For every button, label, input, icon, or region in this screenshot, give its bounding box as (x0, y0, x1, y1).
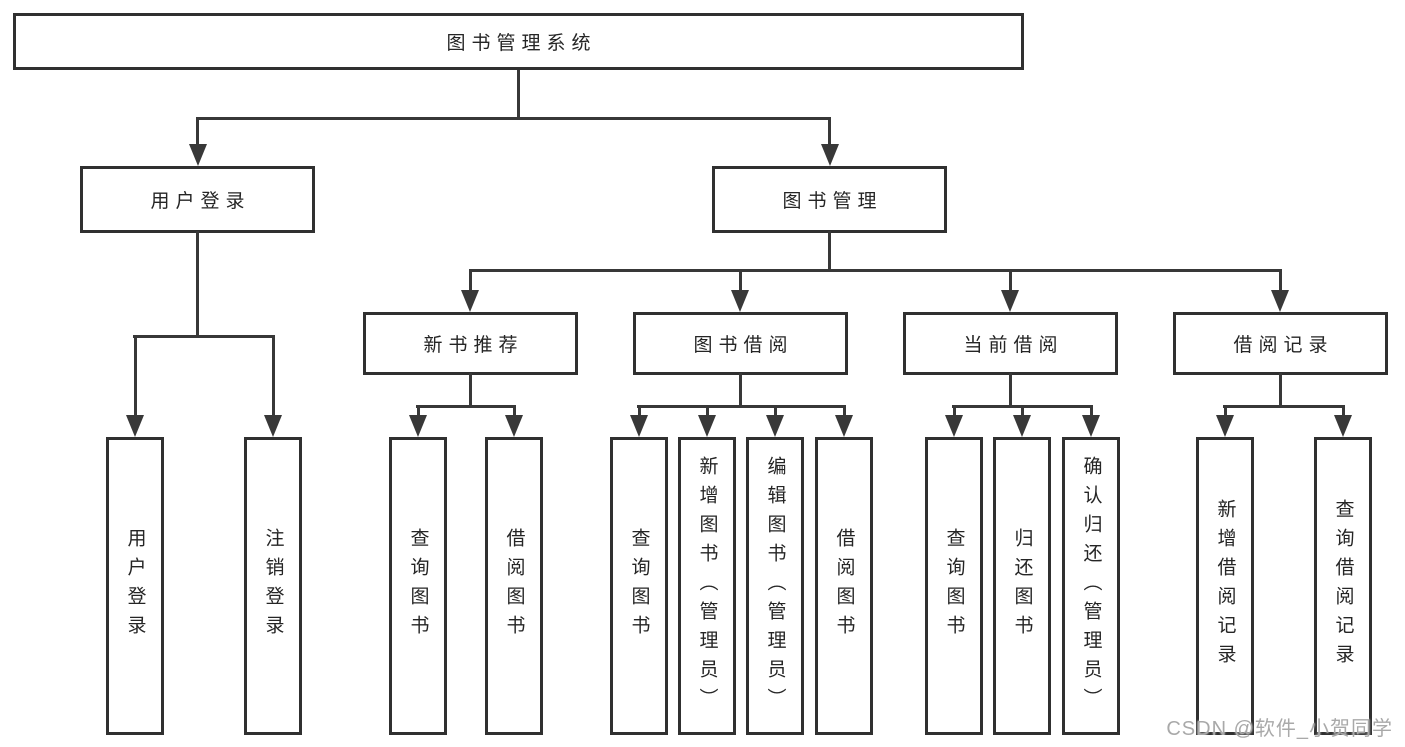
arrow-down-icon (126, 415, 144, 437)
leaf-query-books-borrow: 查询图书 (610, 437, 668, 735)
connector-line (517, 70, 520, 119)
leaf-add-books-admin: 新增图书（管理员） (678, 437, 736, 735)
arrow-down-icon (698, 415, 716, 437)
arrow-down-icon (1271, 290, 1289, 312)
leaf-add-borrow-record: 新增借阅记录 (1196, 437, 1254, 735)
arrow-down-icon (731, 290, 749, 312)
node-label: 查询图书 (943, 528, 965, 644)
node-label: 编辑图书（管理员） (764, 455, 786, 717)
leaf-logout: 注销登录 (244, 437, 302, 735)
connector-line (1342, 405, 1345, 417)
node-label: 借阅图书 (503, 528, 525, 644)
connector-line (469, 269, 1282, 272)
arrow-down-icon (1334, 415, 1352, 437)
arrow-down-icon (1013, 415, 1031, 437)
connector-line (469, 373, 472, 408)
connector-line (417, 405, 420, 417)
connector-line (638, 405, 641, 417)
connector-line (134, 335, 137, 417)
connector-line (1224, 405, 1227, 417)
node-book-borrowing: 图书借阅 (633, 312, 848, 375)
connector-line (1090, 405, 1093, 417)
connector-line (1021, 405, 1024, 417)
connector-line (272, 335, 275, 417)
arrow-down-icon (1001, 290, 1019, 312)
leaf-query-books-recommend: 查询图书 (389, 437, 447, 735)
node-label: 查询借阅记录 (1332, 499, 1354, 673)
connector-line (739, 269, 742, 294)
node-label: 新增借阅记录 (1214, 499, 1236, 673)
node-label: 确认归还（管理员） (1080, 455, 1102, 717)
connector-line (513, 405, 516, 417)
node-label: 图书管理 (782, 191, 883, 212)
node-label: 借阅记录 (1233, 335, 1334, 356)
arrow-down-icon (766, 415, 784, 437)
connector-line (416, 405, 516, 408)
connector-line (133, 335, 275, 338)
node-label: 用户登录 (150, 191, 251, 212)
leaf-user-login: 用户登录 (106, 437, 164, 735)
node-label: 注销登录 (262, 528, 284, 644)
node-borrowing-records: 借阅记录 (1173, 312, 1388, 375)
leaf-query-books-current: 查询图书 (925, 437, 983, 735)
arrow-down-icon (835, 415, 853, 437)
connector-line (469, 269, 472, 294)
connector-line (637, 405, 846, 408)
node-label: 新增图书（管理员） (696, 455, 718, 717)
connector-line (196, 231, 199, 338)
node-label: 图书借阅 (693, 335, 794, 356)
arrow-down-icon (1082, 415, 1100, 437)
connector-line (1009, 269, 1012, 294)
arrow-down-icon (630, 415, 648, 437)
connector-line (1279, 269, 1282, 294)
connector-line (774, 405, 777, 417)
connector-line (953, 405, 956, 417)
node-current-borrowing: 当前借阅 (903, 312, 1118, 375)
leaf-borrow-books-recommend: 借阅图书 (485, 437, 543, 735)
leaf-edit-books-admin: 编辑图书（管理员） (746, 437, 804, 735)
connector-line (706, 405, 709, 417)
connector-line (1009, 373, 1012, 408)
connector-line (739, 373, 742, 408)
node-label: 当前借阅 (963, 335, 1064, 356)
leaf-query-borrow-record: 查询借阅记录 (1314, 437, 1372, 735)
node-label: 查询图书 (407, 528, 429, 644)
leaf-return-books: 归还图书 (993, 437, 1051, 735)
connector-line (843, 405, 846, 417)
connector-line (828, 117, 831, 146)
node-library-system: 图书管理系统 (13, 13, 1024, 70)
arrow-down-icon (1216, 415, 1234, 437)
connector-line (828, 231, 831, 272)
arrow-down-icon (264, 415, 282, 437)
arrow-down-icon (461, 290, 479, 312)
connector-line (1223, 405, 1345, 408)
node-label: 新书推荐 (423, 335, 524, 356)
node-label: 借阅图书 (833, 528, 855, 644)
node-label: 图书管理系统 (446, 33, 597, 54)
arrow-down-icon (409, 415, 427, 437)
node-label: 归还图书 (1011, 528, 1033, 644)
node-label: 查询图书 (628, 528, 650, 644)
connector-line (196, 117, 199, 146)
node-user-login: 用户登录 (80, 166, 315, 233)
leaf-confirm-return-admin: 确认归还（管理员） (1062, 437, 1120, 735)
arrow-down-icon (945, 415, 963, 437)
node-label: 用户登录 (124, 528, 146, 644)
node-book-management: 图书管理 (712, 166, 947, 233)
arrow-down-icon (821, 144, 839, 166)
leaf-borrow-books: 借阅图书 (815, 437, 873, 735)
connector-line (196, 117, 831, 120)
arrow-down-icon (189, 144, 207, 166)
csdn-watermark: CSDN @软件_小贺同学 (1166, 718, 1393, 740)
arrow-down-icon (505, 415, 523, 437)
connector-line (1279, 373, 1282, 408)
node-new-book-recommend: 新书推荐 (363, 312, 578, 375)
